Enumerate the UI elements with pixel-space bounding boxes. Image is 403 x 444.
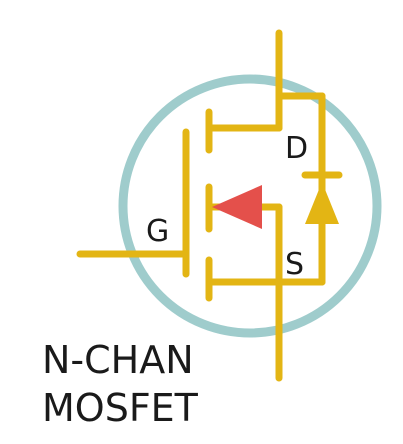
symbol-caption: N-CHAN MOSFET bbox=[42, 336, 198, 432]
envelope-circle bbox=[118, 74, 382, 338]
diode-triangle-icon bbox=[305, 182, 339, 224]
caption-line-2: MOSFET bbox=[42, 386, 198, 430]
caption-line-1: N-CHAN bbox=[42, 338, 194, 382]
gate-label: G bbox=[146, 214, 169, 249]
source-label: S bbox=[285, 247, 304, 282]
drain-label: D bbox=[285, 131, 308, 166]
channel-arrow-icon bbox=[212, 185, 262, 229]
